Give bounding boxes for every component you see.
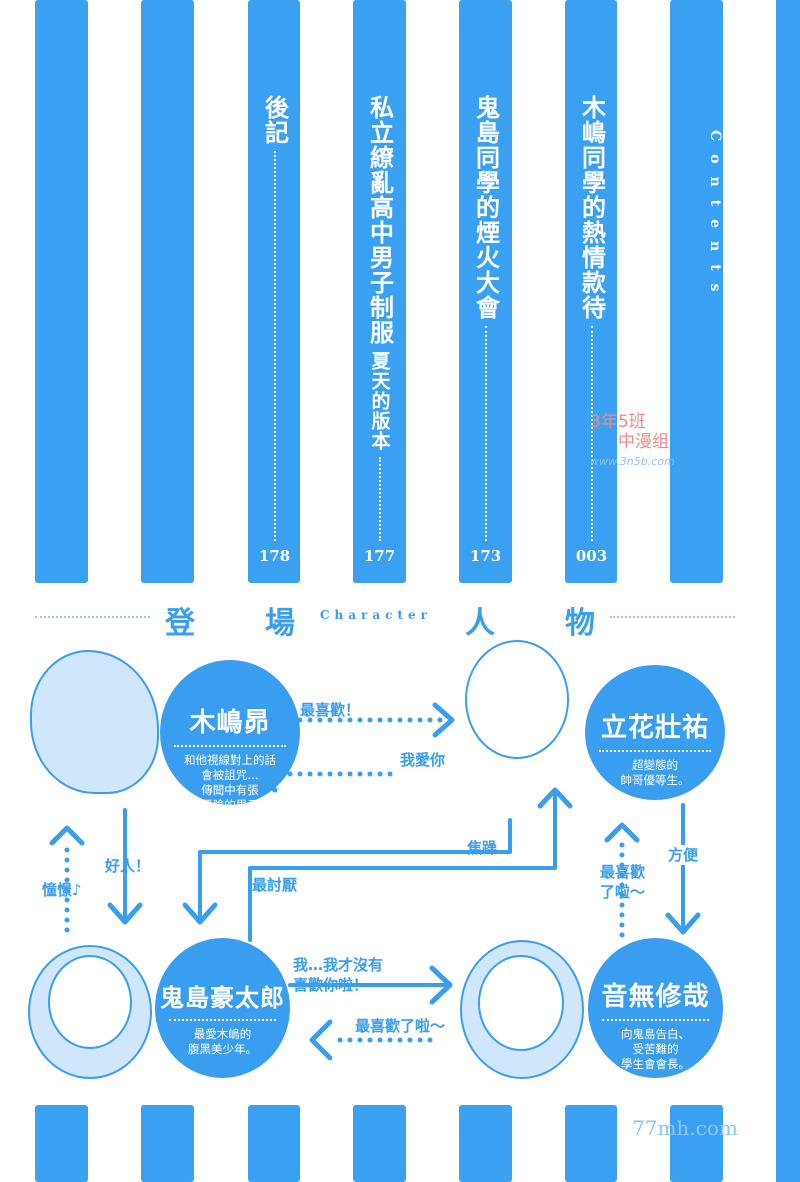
toc-page: 178 [258, 547, 291, 565]
header-char: 登 [165, 606, 195, 641]
divider [169, 1019, 276, 1021]
stripe-right-edge [776, 0, 800, 1182]
arrowhead-up [49, 825, 85, 846]
divider [174, 745, 286, 747]
arrowhead-down [107, 902, 143, 925]
group-watermark: 3年5班 中漫组 www.3n5b.com [590, 412, 675, 472]
stripe [670, 1105, 723, 1182]
toc-leader [273, 151, 276, 541]
arrowhead-right [432, 702, 455, 738]
toc-title: 私立繚亂高中男子制服 [365, 95, 394, 345]
stripe [670, 0, 723, 583]
toc-page: 173 [469, 547, 502, 565]
header-dots [610, 616, 735, 618]
character-name: 木嶋昴 [189, 708, 271, 738]
stripe [248, 1105, 300, 1182]
relation-label: 最喜歡！ [300, 701, 361, 719]
relation-label: 我…我才沒有喜歡你啦！ [293, 956, 384, 994]
stripe [353, 1105, 406, 1182]
character-desc: 最愛木嶋的腹黑美少年。 [188, 1027, 257, 1056]
relation-label: 焦躁 [467, 839, 498, 857]
line-arrow [248, 790, 557, 942]
toc-title: 木嶋同學的熱情款待 [577, 95, 606, 320]
toc-page: 003 [575, 547, 608, 565]
watermark-line1: 3年5班 [590, 412, 646, 432]
header-en: Character [320, 608, 432, 622]
header-char: 人 [465, 606, 495, 641]
toc-leader [590, 326, 593, 541]
divider [599, 750, 711, 752]
stripe [459, 1105, 512, 1182]
portrait-otonashi-face [478, 955, 564, 1051]
character-desc: 向鬼島告白、受苦難的學生會會長。 [621, 1027, 690, 1071]
relation-label: 最喜歡了啦～ [355, 1017, 446, 1035]
toc-entry[interactable]: 木嶋同學的熱情款待 003 [565, 95, 618, 565]
header-char: 物 [565, 606, 595, 641]
line-arrow [198, 818, 512, 922]
relation-label: 我愛你 [400, 751, 446, 769]
arrowhead-down [665, 912, 701, 935]
toc-entry[interactable]: 後記 178 [248, 95, 301, 565]
arrowhead-right [429, 965, 453, 1005]
relation-label: 最討厭 [252, 876, 298, 894]
watermark-line2: 中漫组 [618, 432, 669, 452]
header-char: 場 [265, 606, 295, 641]
portrait-onijima-face [48, 955, 132, 1049]
arrowhead-left [309, 1019, 333, 1061]
portrait-kijima [30, 650, 159, 794]
arrowhead-down [182, 902, 218, 925]
character-name: 立花壯祐 [600, 713, 709, 743]
toc-leader [484, 326, 487, 541]
site-watermark: 77mh.com [632, 1116, 738, 1140]
character-name: 音無修哉 [601, 982, 710, 1012]
relation-label: 憧憬♪ [42, 881, 82, 899]
character-desc: 和他視線對上的話會被詛咒…傳聞中有張兇惡臉的男子。 [184, 753, 276, 812]
portrait-tachibana [465, 640, 569, 759]
stripe [141, 1105, 194, 1182]
toc-leader [378, 457, 381, 541]
toc-entry[interactable]: 私立繚亂高中男子制服 夏天的版本 177 [353, 95, 406, 565]
divider [602, 1019, 709, 1021]
toc-title: 後記 [260, 95, 289, 145]
watermark-url: www.3n5b.com [590, 455, 675, 468]
stripe [565, 1105, 617, 1182]
stripe [35, 0, 88, 583]
stripe [141, 0, 194, 583]
arrowhead-up [604, 822, 640, 843]
toc-page: 177 [363, 547, 396, 565]
toc-subtitle: 夏天的版本 [368, 351, 391, 451]
character-card-tachibana[interactable]: 立花壯祐 超變態的帥哥優等生。 [585, 665, 725, 800]
character-name: 鬼島豪太郎 [160, 984, 285, 1012]
stripe [35, 1105, 88, 1182]
relation-label: 好人！ [105, 857, 151, 875]
character-card-kijima[interactable]: 木嶋昴 和他視線對上的話會被詛咒…傳聞中有張兇惡臉的男子。 [160, 660, 300, 812]
header-dots [35, 616, 150, 618]
relation-label: 最喜歡了啦～ [600, 863, 646, 901]
character-card-onijima[interactable]: 鬼島豪太郎 最愛木嶋的腹黑美少年。 [155, 938, 290, 1078]
character-desc: 超變態的帥哥優等生。 [620, 758, 690, 787]
relation-label: 方便 [668, 845, 699, 865]
toc-title: 鬼島同學的煙火大會 [471, 95, 500, 320]
contents-heading: Contents [707, 130, 723, 305]
toc-entry[interactable]: 鬼島同學的煙火大會 173 [459, 95, 512, 565]
arrowhead-up [537, 787, 573, 809]
character-card-otonashi[interactable]: 音無修哉 向鬼島告白、受苦難的學生會會長。 [588, 938, 723, 1078]
